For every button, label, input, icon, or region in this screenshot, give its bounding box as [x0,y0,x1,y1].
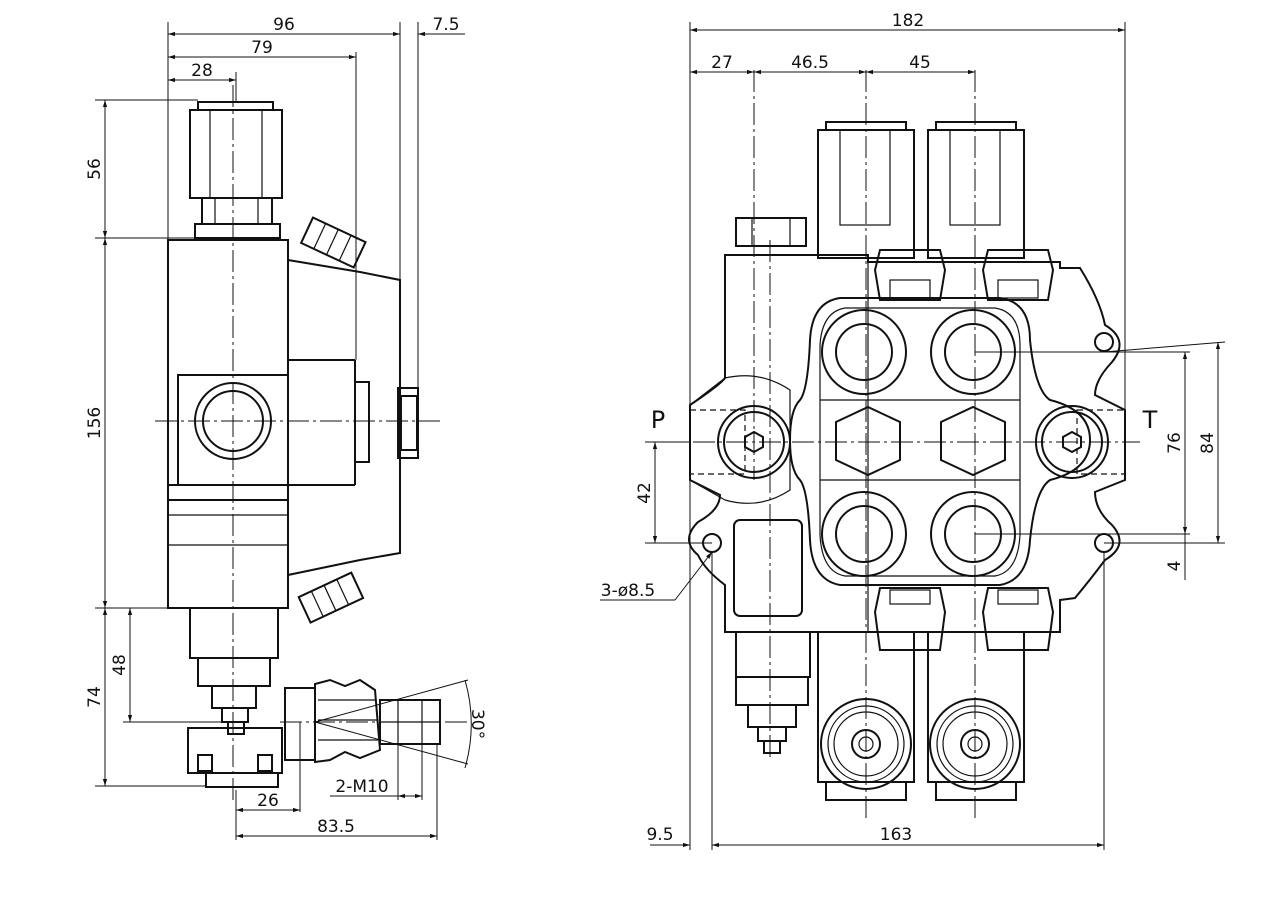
side-top-cap [189,101,283,239]
front-bottom-spools [735,631,1025,801]
dim-45: 45 [909,53,931,73]
dim-96: 96 [273,15,295,35]
front-dimensions [600,22,1226,850]
dim-156: 156 [85,407,105,439]
dim-holes: 3-ø8.5 [601,581,655,601]
dim-30-deg: 30° [467,709,487,739]
front-ports [689,249,1126,651]
side-bottom-spool [187,607,472,788]
dim-7-5: 7.5 [432,15,459,35]
dim-56: 56 [85,158,105,180]
front-dimension-labels: 182 27 46.5 45 42 3-ø8.5 76 84 4 9.5 163… [601,11,1218,845]
side-housing [287,216,419,624]
dim-42: 42 [635,482,655,504]
port-label-t: T [1142,406,1158,434]
front-view: 182 27 46.5 45 42 3-ø8.5 76 84 4 9.5 163… [600,11,1226,850]
dim-28: 28 [191,61,213,81]
dim-4: 4 [1165,561,1185,572]
side-main-body [167,239,289,609]
side-dimensions [95,22,465,840]
dim-26: 26 [257,791,279,811]
dim-27: 27 [711,53,733,73]
dim-48: 48 [110,654,130,676]
dim-74: 74 [85,686,105,708]
dim-163: 163 [880,825,912,845]
dim-76: 76 [1165,432,1185,454]
dim-83-5: 83.5 [317,817,355,837]
dim-9-5: 9.5 [646,825,673,845]
front-top-caps [735,121,1025,259]
dim-46-5: 46.5 [791,53,829,73]
side-dimension-labels: 96 7.5 79 28 56 156 74 48 26 83.5 2-M10 … [85,15,487,837]
side-view: 96 7.5 79 28 56 156 74 48 26 83.5 2-M10 … [85,15,487,840]
dim-79: 79 [251,38,273,58]
dim-84: 84 [1198,432,1218,454]
front-main-body [688,254,1126,633]
dim-2-m10: 2-M10 [335,777,388,797]
port-label-p: P [651,406,665,434]
dim-182: 182 [892,11,924,31]
